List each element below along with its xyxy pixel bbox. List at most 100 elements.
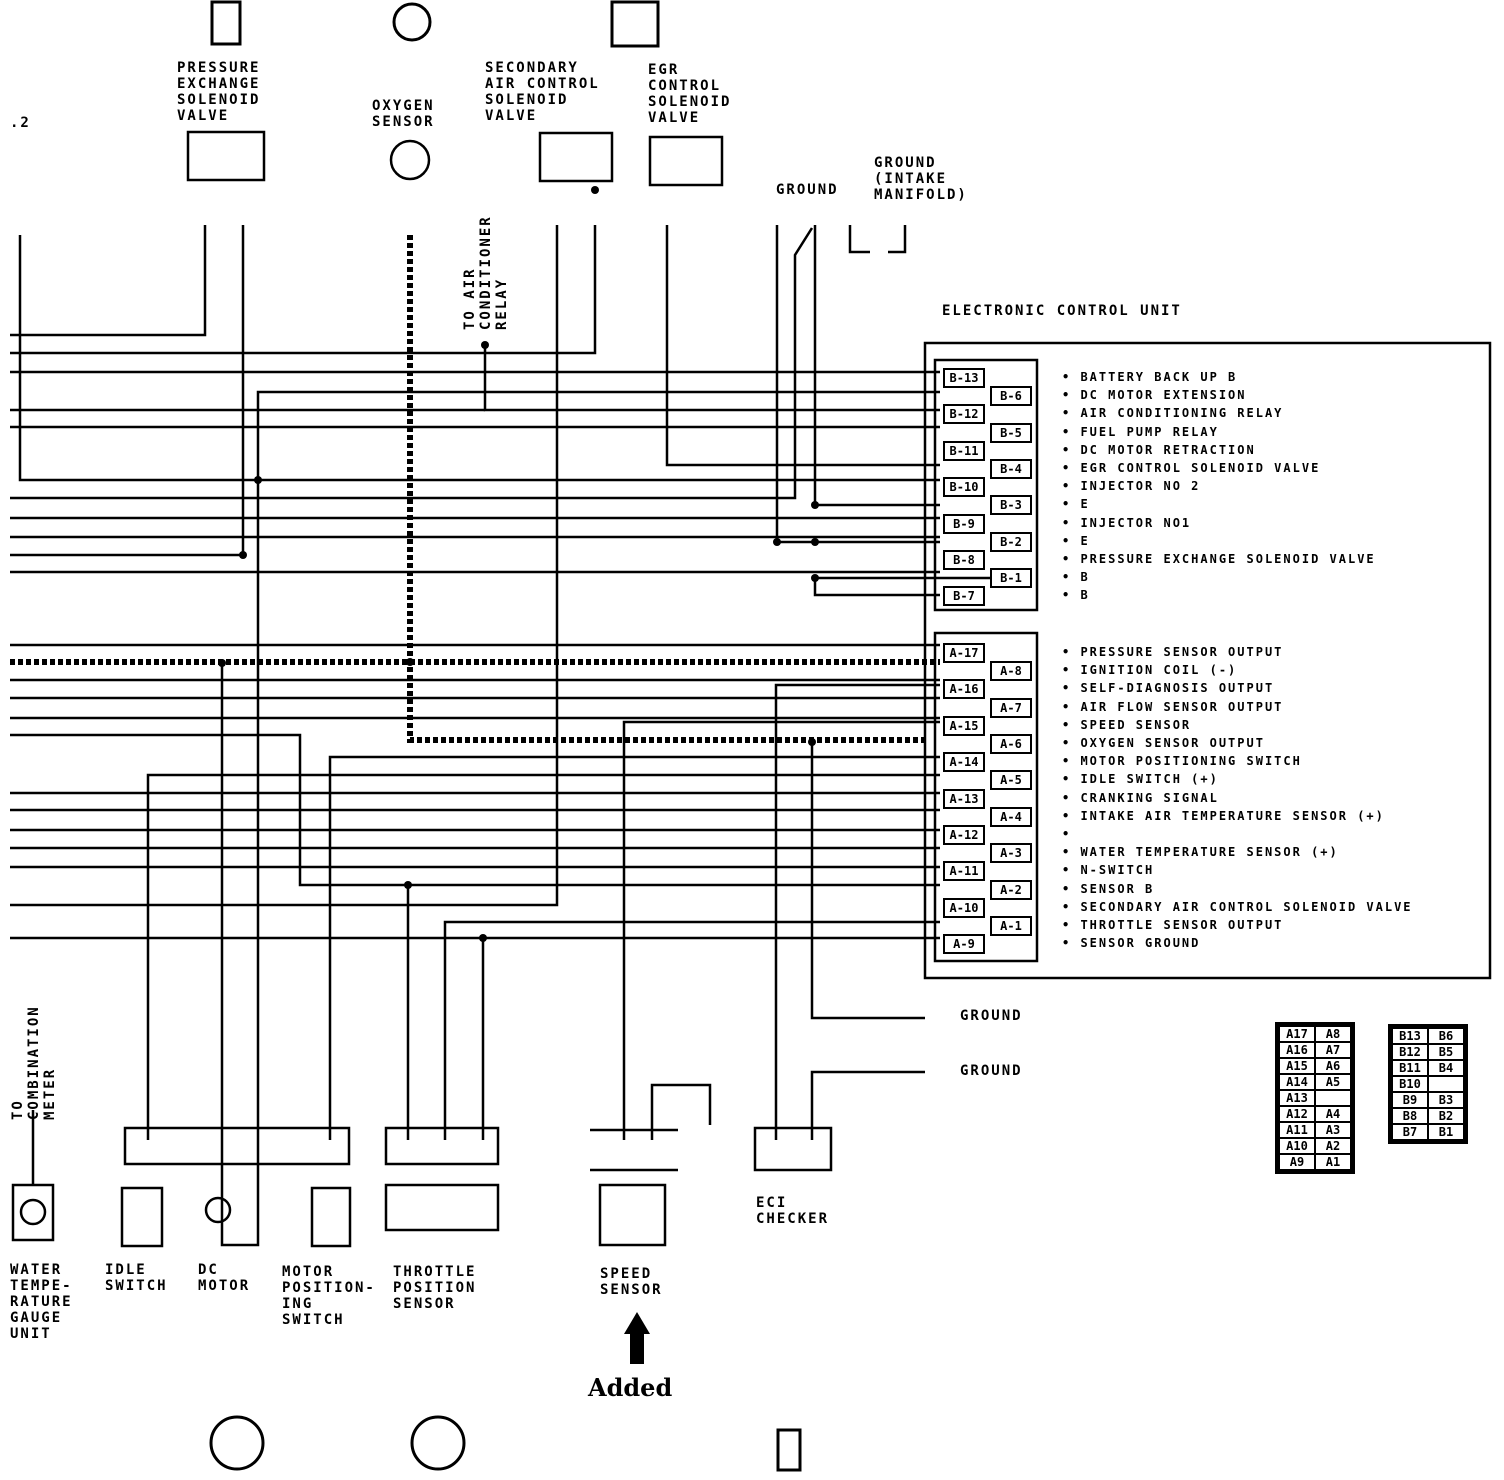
to-ac-relay-label: TO AIR CONDITIONER RELAY: [462, 215, 510, 330]
ecu-pin-a-3: A-3: [990, 843, 1032, 864]
connector-a-cell-a6: A6: [1316, 1059, 1350, 1073]
connector-a-cell-a16: A16: [1280, 1043, 1314, 1057]
ecu-signal-b-13: • BATTERY BACK UP B: [1062, 370, 1238, 384]
ecu-signal-a-13: • CRANKING SIGNAL: [1062, 790, 1219, 805]
connector-b-cell-b7: B7: [1393, 1125, 1427, 1139]
connector-a-cell-a7: A7: [1316, 1043, 1350, 1057]
connector-b-cell-b1: B1: [1429, 1125, 1463, 1139]
ecu-pin-a-5: A-5: [990, 770, 1032, 791]
connector-a-cell-a12: A12: [1280, 1107, 1314, 1121]
ecu-signal-a-8: • IGNITION COIL (-): [1062, 663, 1238, 678]
ecu-signal-b-1: • B: [1062, 570, 1090, 585]
ecu-pin-b-1: B-1: [990, 568, 1032, 589]
ground-intake-label: GROUND (INTAKE MANIFOLD): [874, 155, 968, 203]
edge-label: .2: [10, 115, 31, 131]
ecu-signal-a-4: • INTAKE AIR TEMPERATURE SENSOR (+): [1062, 808, 1385, 823]
ecu-signal-b-3: • E: [1062, 497, 1090, 512]
ecu-signal-a-15: • SPEED SENSOR: [1062, 717, 1192, 732]
arrow-up-icon: [624, 1312, 650, 1334]
connector-a-cell-a14: A14: [1280, 1075, 1314, 1089]
ecu-signal-b-9: • INJECTOR NO1: [1062, 515, 1192, 530]
oxygen-sensor-label: OXYGEN SENSOR: [372, 98, 435, 130]
idle-switch-label: IDLE SWITCH: [105, 1262, 168, 1294]
connector-b-cell-b13: B13: [1393, 1029, 1427, 1043]
connector-b-cell-b5: B5: [1429, 1045, 1463, 1059]
ecu-signal-a-3: • WATER TEMPERATURE SENSOR (+): [1062, 845, 1339, 860]
connector-a-cell-a5: A5: [1316, 1075, 1350, 1089]
ecu-signal-a-12: •: [1062, 827, 1081, 841]
ecu-pin-b-2: B-2: [990, 531, 1032, 552]
ground-label: GROUND: [776, 182, 839, 198]
ecu-signal-a-9: • SENSOR GROUND: [1062, 936, 1201, 951]
ecu-title: ELECTRONIC CONTROL UNIT: [942, 303, 1182, 319]
ecu-signal-b-11: • DC MOTOR RETRACTION: [1062, 442, 1256, 457]
ecu-pin-a-17: A-17: [943, 643, 985, 663]
ecu-pin-b-5: B-5: [990, 422, 1032, 443]
connector-a-cell-a11: A11: [1280, 1123, 1314, 1137]
connector-b-cell-b3: B3: [1429, 1093, 1463, 1107]
connector-a-cell-a3: A3: [1316, 1123, 1350, 1137]
connector-b-cell-b9: B9: [1393, 1093, 1427, 1107]
ecu-signal-b-6: • DC MOTOR EXTENSION: [1062, 388, 1247, 403]
speed-sensor-label: SPEED SENSOR: [600, 1266, 663, 1298]
ecu-signal-b-10: • INJECTOR NO 2: [1062, 479, 1201, 494]
ecu-pin-b-10: B-10: [943, 477, 985, 498]
ecu-signal-b-2: • E: [1062, 533, 1090, 548]
ecu-pin-a-12: A-12: [943, 825, 985, 845]
connector-a-cell-a2: A2: [1316, 1139, 1350, 1153]
ecu-pin-b-12: B-12: [943, 404, 985, 425]
pressure-valve-label: PRESSURE EXCHANGE SOLENOID VALVE: [177, 60, 261, 124]
ecu-signal-a-17: • PRESSURE SENSOR OUTPUT: [1062, 645, 1284, 659]
connector-a-cell-a10: A10: [1280, 1139, 1314, 1153]
ecu-signal-a-7: • AIR FLOW SENSOR OUTPUT: [1062, 699, 1284, 714]
arrow-shaft: [630, 1332, 644, 1364]
ecu-signal-a-2: • SENSOR B: [1062, 881, 1155, 896]
ecu-pin-a-11: A-11: [943, 861, 985, 882]
ecu-pin-b-13: B-13: [943, 368, 985, 388]
connector-a-cell-a8: A8: [1316, 1027, 1350, 1041]
ecu-signal-a-6: • OXYGEN SENSOR OUTPUT: [1062, 736, 1265, 750]
ecu-signal-b-5: • FUEL PUMP RELAY: [1062, 424, 1219, 439]
connector-a-cell-a13: A13: [1280, 1091, 1314, 1105]
ecu-pin-a-10: A-10: [943, 897, 985, 918]
ecu-pin-a-7: A-7: [990, 697, 1032, 718]
connector-a-cell-a15: A15: [1280, 1059, 1314, 1073]
connector-b-cell-b12: B12: [1393, 1045, 1427, 1059]
ecu-pin-a-16: A-16: [943, 679, 985, 700]
ecu-signal-b-4: • EGR CONTROL SOLENOID VALVE: [1062, 461, 1321, 475]
ecu-signal-a-5: • IDLE SWITCH (+): [1062, 772, 1219, 787]
connector-b-cell-b6: B6: [1429, 1029, 1463, 1043]
connector-b-cell-b10: B10: [1393, 1077, 1427, 1091]
ecu-pin-a-4: A-4: [990, 806, 1032, 827]
ecu-signal-a-16: • SELF-DIAGNOSIS OUTPUT: [1062, 681, 1275, 696]
ecu-signal-b-7: • B: [1062, 588, 1090, 603]
connector-b-cell-b8: B8: [1393, 1109, 1427, 1123]
eci-checker-label: ECI CHECKER: [756, 1195, 830, 1227]
ecu-signal-a-14: • MOTOR POSITIONING SWITCH: [1062, 754, 1302, 769]
ecu-pin-a-9: A-9: [943, 934, 985, 955]
ecu-signal-b-8: • PRESSURE EXCHANGE SOLENOID VALVE: [1062, 552, 1376, 566]
ecu-pin-a-1: A-1: [990, 916, 1032, 936]
connector-a-cell-a9: A9: [1280, 1155, 1314, 1169]
ecu-pin-b-7: B-7: [943, 586, 985, 607]
ecu-signal-a-10: • SECONDARY AIR CONTROL SOLENOID VALVE: [1062, 899, 1413, 914]
ecu-pin-b-9: B-9: [943, 513, 985, 534]
ecu-pin-a-15: A-15: [943, 715, 985, 736]
throttle-sensor-label: THROTTLE POSITION SENSOR: [393, 1264, 477, 1312]
ecu-pin-b-11: B-11: [943, 440, 985, 461]
to-meter-label: TO COMBINATION METER: [10, 1005, 58, 1120]
connector-a-cell-a4: A4: [1316, 1107, 1350, 1121]
connector-a-cell-a1: A1: [1316, 1155, 1350, 1169]
secondary-air-label: SECONDARY AIR CONTROL SOLENOID VALVE: [485, 60, 600, 124]
ecu-pin-a-6: A-6: [990, 734, 1032, 754]
ecu-pin-a-8: A-8: [990, 661, 1032, 682]
ecu-pin-a-13: A-13: [943, 788, 985, 809]
connector-b-cell-blank: [1429, 1077, 1463, 1091]
ecu-signal-a-1: • THROTTLE SENSOR OUTPUT: [1062, 918, 1284, 932]
ecu-pin-a-14: A-14: [943, 752, 985, 773]
connector-a-cell-blank: [1316, 1091, 1350, 1105]
water-temp-label: WATER TEMPE- RATURE GAUGE UNIT: [10, 1262, 73, 1342]
